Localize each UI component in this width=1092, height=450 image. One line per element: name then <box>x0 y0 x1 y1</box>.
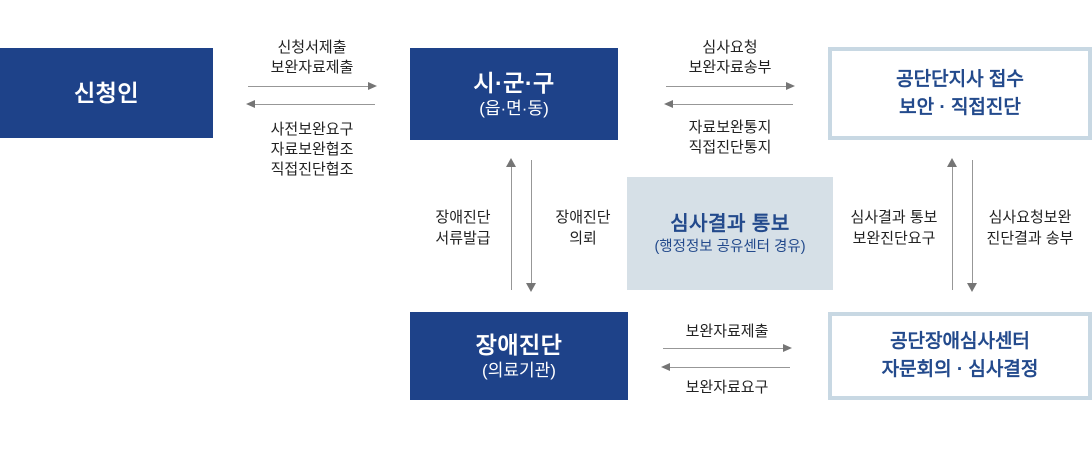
arrowhead-right-icon <box>786 81 795 90</box>
branch-to-center-label: 심사요청보완 진단결과 송부 <box>986 209 1074 247</box>
arrowhead-left-icon <box>664 99 673 108</box>
diagnosis-to-center-label: 보완자료제출 <box>685 323 769 340</box>
arrow-center-to-branch <box>947 158 958 290</box>
arrowhead-right-icon <box>783 343 792 352</box>
sigungu-box-title: 시·군·구 <box>473 69 555 96</box>
diagnosis-to-sigungu-label: 장애진단 서류발급 <box>435 209 491 247</box>
applicant-box-title: 신청인 <box>74 80 139 106</box>
arrow-diagnosis-to-center <box>663 343 792 352</box>
arrowhead-right-icon <box>368 81 377 90</box>
review-result-box: 심사결과 통보 (행정정보 공유센터 경유) <box>627 177 833 290</box>
arrow-applicant-to-sigungu <box>248 81 377 90</box>
arrowhead-down-icon <box>526 283 537 292</box>
review-result-box-subtitle: (행정정보 공유센터 경유) <box>654 238 806 255</box>
sigungu-box: 시·군·구 (읍·면·동) <box>410 48 618 140</box>
center-to-branch-label: 심사결과 통보 보완진단요구 <box>850 209 938 247</box>
diagnosis-box: 장애진단 (의료기관) <box>410 312 628 400</box>
arrow-sigungu-to-applicant <box>246 99 375 108</box>
sigungu-to-applicant-label: 사전보완요구 자료보완협조 직접진단협조 <box>270 121 354 178</box>
arrowhead-up-icon <box>506 158 517 167</box>
arrow-branch-to-center <box>967 160 978 292</box>
arrow-sigungu-to-branch <box>666 81 795 90</box>
branch-office-box-text: 공단단지사 접수 보안 · 직접진단 <box>896 68 1024 118</box>
arrow-diagnosis-to-sigungu <box>506 158 517 290</box>
sigungu-to-diagnosis-label: 장애진단 의뢰 <box>555 209 611 247</box>
applicant-to-sigungu-label: 신청서제출 보완자료제출 <box>270 39 354 76</box>
branch-office-box: 공단단지사 접수 보안 · 직접진단 <box>828 47 1092 140</box>
review-center-box-text: 공단장애심사센터 자문회의 · 심사결정 <box>881 331 1039 380</box>
branch-to-sigungu-label: 자료보완통지 직접진단통지 <box>688 119 772 156</box>
review-result-box-title: 심사결과 통보 <box>670 212 790 235</box>
diagnosis-box-subtitle: (의료기관) <box>482 360 556 380</box>
review-center-box: 공단장애심사센터 자문회의 · 심사결정 <box>828 312 1092 400</box>
arrow-center-to-diagnosis <box>661 362 790 371</box>
arrowhead-up-icon <box>947 158 958 167</box>
arrow-sigungu-to-diagnosis <box>526 160 537 292</box>
diagnosis-box-title: 장애진단 <box>475 331 563 358</box>
applicant-box: 신청인 <box>0 48 213 138</box>
center-to-diagnosis-label: 보완자료요구 <box>685 379 769 396</box>
arrow-branch-to-sigungu <box>664 99 793 108</box>
arrowhead-left-icon <box>661 362 670 371</box>
sigungu-box-subtitle: (읍·면·동) <box>479 98 549 118</box>
arrowhead-left-icon <box>246 99 255 108</box>
arrowhead-down-icon <box>967 283 978 292</box>
sigungu-to-branch-label: 심사요청 보완자료송부 <box>688 39 772 76</box>
